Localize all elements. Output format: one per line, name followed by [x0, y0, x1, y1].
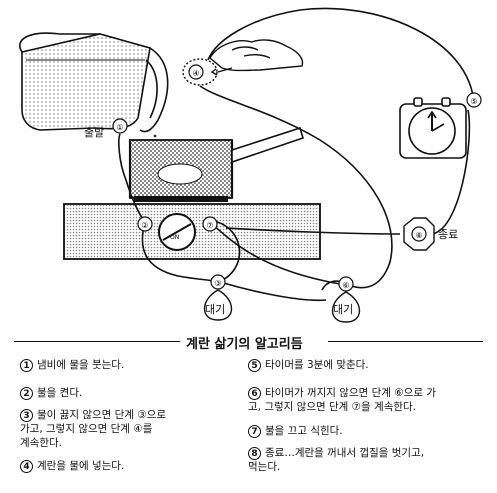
step-number: 2 — [20, 387, 33, 400]
algorithm-title: 계란 삶기의 알고리듬 — [186, 337, 303, 352]
node-3-label: ③ — [214, 279, 221, 288]
pot-icon — [128, 126, 304, 202]
node-6-label: ⑥ — [342, 281, 349, 290]
node-4-label: ④ — [192, 69, 199, 78]
step-text: 종료…계란을 꺼내서 껍질을 벗기고, 먹는다. — [248, 447, 425, 473]
step-number: 8 — [248, 447, 261, 460]
node-4: ④ — [188, 64, 204, 80]
step-number: 6 — [248, 387, 261, 400]
node-5: ⑤ — [466, 92, 482, 108]
algorithm-title-row: 계란 삶기의 알고리듬 — [0, 331, 497, 352]
flow-paths — [118, 7, 475, 302]
step-number: 1 — [20, 359, 33, 372]
wait-label-3: 대기 — [205, 303, 226, 316]
node-2-label: ② — [141, 221, 148, 230]
step-text: 불을 끄고 식힌다. — [265, 425, 343, 437]
node-3: ③ — [210, 274, 226, 290]
title-rule-left — [14, 341, 180, 342]
step-number: 4 — [20, 460, 33, 473]
step-7: 7 불을 끄고 식힌다. — [248, 424, 343, 438]
wait-loops — [203, 289, 361, 323]
step-nodes: ① ② ③ ④ ⑤ ⑥ ⑦ ⑧ — [112, 64, 482, 292]
step-4: 4 계란을 물에 넣는다. — [20, 459, 124, 473]
node-5-label: ⑤ — [470, 97, 477, 106]
step-5: 5 타이머를 3분에 맞춘다. — [248, 358, 369, 372]
node-7-label: ⑦ — [206, 221, 213, 230]
svg-text:ON: ON — [170, 234, 179, 241]
step-number: 3 — [20, 409, 33, 422]
title-rule-right — [328, 341, 483, 342]
node-2: ② — [137, 216, 153, 232]
end-label: 종료 — [438, 228, 459, 241]
node-8: ⑧ — [403, 217, 435, 251]
step-text: 불을 켠다. — [37, 387, 83, 399]
step-text: 계란을 물에 넣는다. — [37, 460, 125, 472]
step-1: 1 냄비에 물을 붓는다. — [20, 358, 124, 372]
pitcher-icon — [19, 32, 169, 133]
step-number: 7 — [248, 425, 261, 438]
step-text: 냄비에 물을 붓는다. — [37, 359, 125, 371]
node-1: ① — [112, 118, 128, 134]
step-text: 물이 끓지 않으면 단계 ③으로 가고, 그렇지 않으면 단계 ④를 계속한다. — [20, 409, 167, 449]
node-6: ⑥ — [338, 276, 354, 292]
timer-icon — [399, 97, 467, 159]
step-2: 2 불을 켠다. — [20, 386, 82, 400]
node-7: ⑦ — [202, 216, 218, 232]
step-text: 타이머가 꺼지지 않으면 단계 ⑥으로 가 고, 그렇지 않으면 단계 ⑦을 계… — [248, 387, 437, 413]
node-8-label: ⑧ — [415, 231, 422, 240]
step-number: 5 — [248, 359, 261, 372]
wait-label-6: 대기 — [333, 303, 354, 316]
flow-diagram: ON ① ② ③ — [19, 7, 482, 323]
node-1-label: ① — [116, 123, 123, 132]
hand-with-egg-icon — [182, 39, 304, 86]
start-label: 출발 — [84, 126, 105, 139]
step-text: 타이머를 3분에 맞춘다. — [265, 359, 369, 371]
